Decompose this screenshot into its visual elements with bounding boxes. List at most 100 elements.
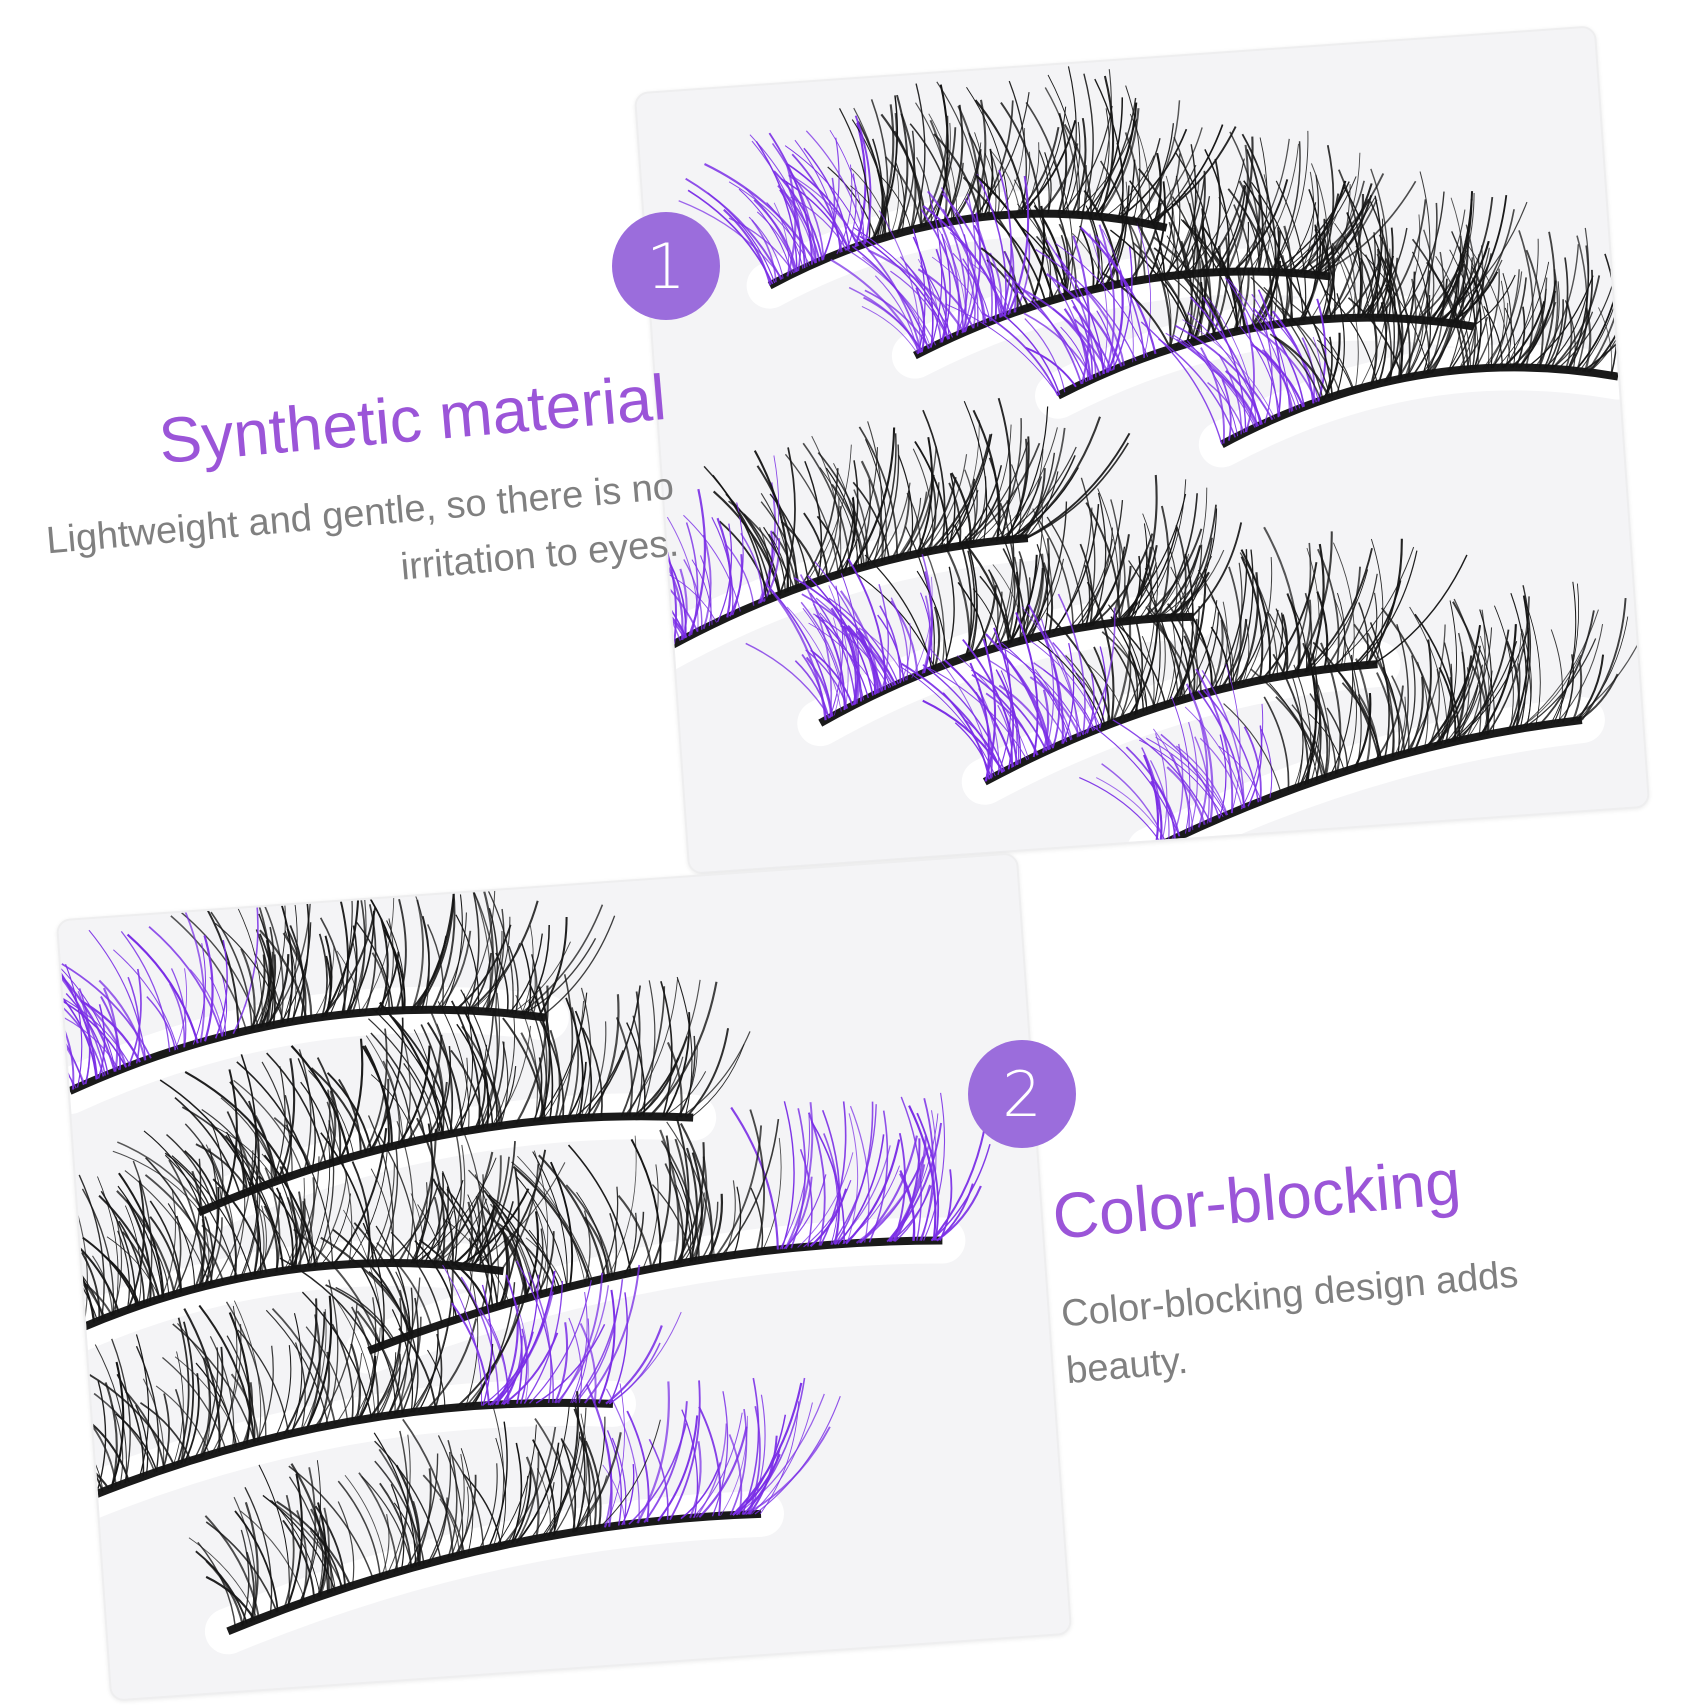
lash-fiber bbox=[451, 1010, 495, 1134]
lash-fiber bbox=[1534, 244, 1580, 369]
lash-fiber bbox=[429, 1497, 448, 1564]
lash-fiber bbox=[410, 884, 430, 1010]
lash-fiber bbox=[233, 1496, 257, 1621]
lash-fiber bbox=[313, 946, 335, 1019]
lash-fiber bbox=[460, 1276, 500, 1405]
lash-fiber bbox=[1396, 624, 1409, 756]
lash-fiber bbox=[666, 516, 699, 632]
lash-fiber bbox=[846, 1113, 859, 1244]
lash-fiber bbox=[1140, 321, 1223, 445]
lash-fiber bbox=[215, 940, 228, 1039]
lash-fiber bbox=[304, 1140, 331, 1269]
lash-fiber bbox=[1307, 569, 1369, 672]
lash-fiber bbox=[1243, 312, 1255, 433]
lash-fiber bbox=[1066, 538, 1114, 631]
lash-fiber bbox=[998, 684, 1055, 749]
lash-fiber bbox=[358, 1472, 399, 1572]
lash-fiber bbox=[1324, 566, 1361, 670]
lash-fiber bbox=[1300, 171, 1315, 274]
lash-fiber bbox=[732, 1382, 803, 1516]
lash-fiber bbox=[1517, 654, 1582, 730]
lash-fiber bbox=[894, 1184, 931, 1242]
lash-fiber bbox=[989, 572, 999, 649]
lash-fiber bbox=[195, 1362, 238, 1448]
lash-fiber bbox=[1071, 118, 1138, 215]
lash-fiber bbox=[1289, 302, 1355, 391]
lash-fiber bbox=[1372, 554, 1468, 666]
lash-fiber bbox=[1055, 243, 1149, 357]
lash-fiber bbox=[442, 1264, 483, 1406]
lash-fiber bbox=[969, 99, 987, 219]
lash-fiber bbox=[1515, 585, 1532, 730]
lash-fiber bbox=[690, 1156, 708, 1262]
lash-fiber bbox=[316, 1057, 342, 1161]
lash-fiber bbox=[754, 1396, 841, 1515]
lash-fiber bbox=[803, 512, 829, 579]
lash-fiber bbox=[1057, 214, 1070, 297]
lash-fiber bbox=[290, 1313, 303, 1434]
lash-fiber bbox=[1263, 526, 1300, 674]
lash-fiber bbox=[517, 1155, 586, 1284]
lash-fiber bbox=[1417, 661, 1429, 749]
lash-fiber bbox=[954, 524, 973, 658]
lash-fiber bbox=[1211, 368, 1260, 427]
lash-fiber bbox=[57, 1264, 71, 1334]
lash-fiber bbox=[1369, 622, 1390, 760]
lash-fiber bbox=[257, 939, 271, 1029]
lash-fiber bbox=[1241, 618, 1250, 685]
lash-fiber bbox=[1137, 168, 1189, 275]
lash-fiber bbox=[386, 1182, 440, 1264]
lash-fiber bbox=[1026, 442, 1129, 540]
lash-fiber bbox=[135, 1404, 149, 1476]
lash-fiber bbox=[266, 1052, 327, 1165]
lash-fiber bbox=[809, 1188, 848, 1248]
lash-fiber bbox=[781, 1101, 795, 1250]
lash-fiber bbox=[228, 1163, 246, 1281]
lash-fiber bbox=[849, 1105, 870, 1243]
lash-fiber bbox=[199, 1357, 211, 1459]
lash-fiber bbox=[1133, 622, 1144, 716]
lash-fiber bbox=[1094, 108, 1110, 217]
lash-fiber bbox=[397, 1128, 437, 1264]
lash-fiber bbox=[324, 935, 333, 1017]
lash-fiber bbox=[852, 481, 891, 561]
lash-fiber bbox=[786, 163, 859, 247]
lash-fiber bbox=[779, 1112, 810, 1250]
lash-fiber bbox=[457, 1486, 470, 1557]
lash-fiber bbox=[1316, 339, 1354, 391]
lash-fiber bbox=[521, 925, 534, 1015]
lash-fiber bbox=[858, 426, 898, 559]
lash-fiber bbox=[861, 305, 919, 355]
lash-fiber bbox=[1051, 504, 1100, 634]
lash-fiber bbox=[1032, 673, 1073, 740]
lash-fiber bbox=[941, 192, 1002, 318]
lash-fiber bbox=[1447, 246, 1465, 372]
lash-fiber bbox=[528, 1272, 552, 1404]
lash-fiber bbox=[1317, 548, 1340, 668]
lash-fiber bbox=[929, 434, 992, 552]
feature-number-badge-1: 1 bbox=[612, 212, 720, 320]
lash-fiber bbox=[1169, 487, 1208, 618]
lash-fiber bbox=[1427, 251, 1445, 375]
lash-fiber bbox=[695, 1423, 728, 1518]
lash-fiber bbox=[451, 1057, 468, 1134]
lash-fiber bbox=[1116, 142, 1124, 220]
lash-fiber bbox=[692, 1412, 743, 1519]
lash-fiber bbox=[716, 523, 733, 623]
lash-fiber bbox=[202, 1217, 223, 1288]
lash-fiber bbox=[1422, 290, 1431, 375]
lash-fiber bbox=[931, 256, 987, 324]
lash-fiber bbox=[1115, 493, 1187, 623]
lash-fiber bbox=[993, 627, 1014, 770]
lash-fiber bbox=[877, 614, 905, 682]
lash-fiber bbox=[584, 1440, 602, 1529]
lash-fiber bbox=[779, 189, 806, 269]
lash-fiber bbox=[195, 1550, 248, 1624]
lash-fiber bbox=[57, 949, 106, 1076]
lash-fiber bbox=[964, 469, 976, 545]
lash-fiber bbox=[269, 1499, 345, 1589]
lash-fiber bbox=[864, 433, 897, 567]
lash-fiber bbox=[821, 1109, 841, 1245]
lash-fiber bbox=[799, 468, 839, 588]
lash-fiber bbox=[1577, 673, 1619, 722]
